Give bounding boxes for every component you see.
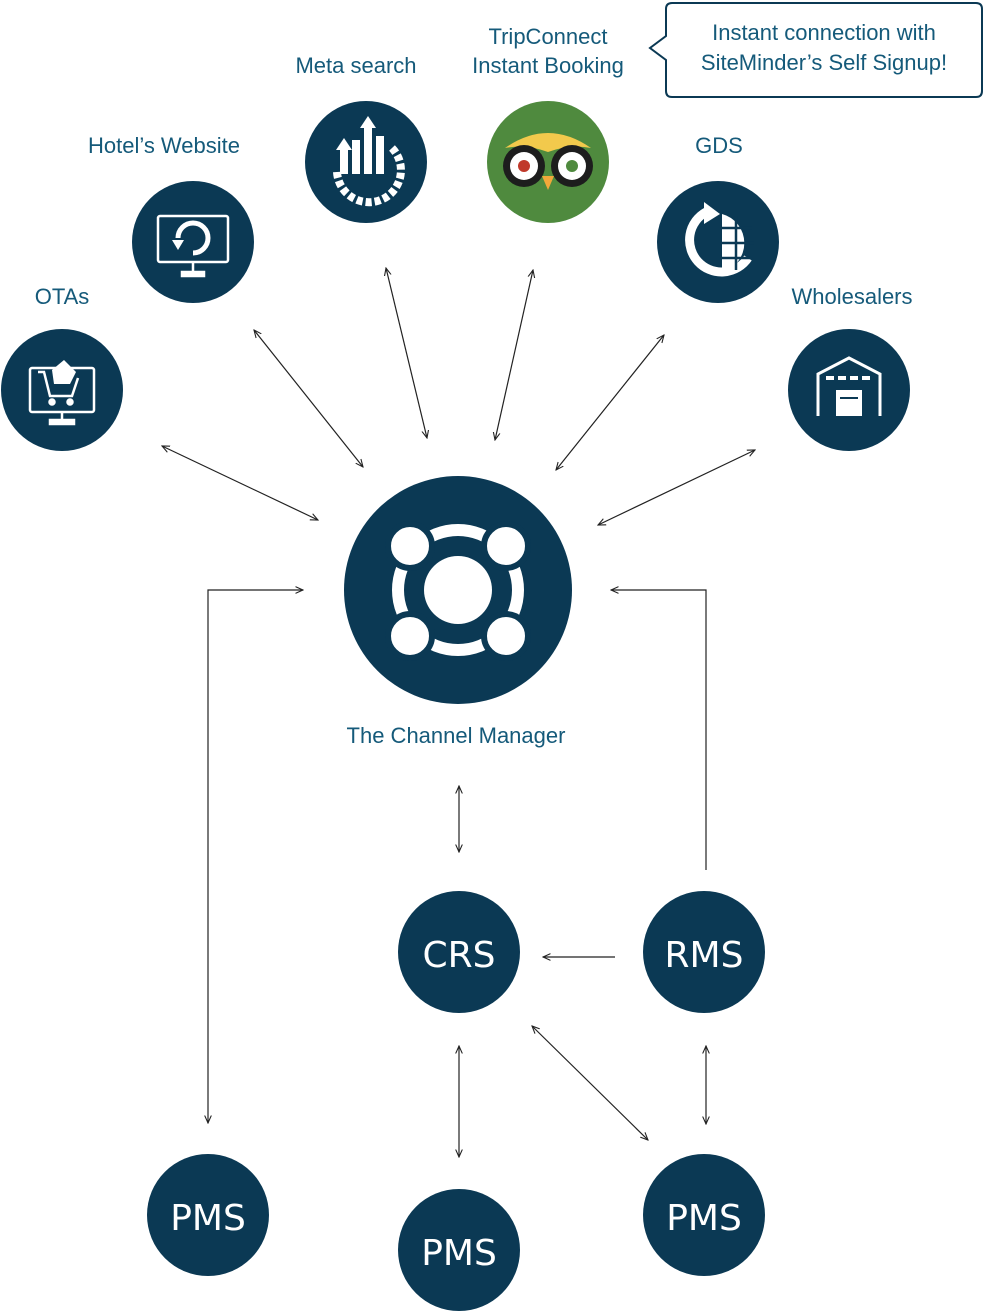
connector-arrows	[162, 268, 755, 1157]
arrow-pms-left	[208, 590, 303, 1123]
refresh-monitor-icon	[156, 214, 230, 278]
arrow-meta	[386, 268, 427, 438]
arrow-rms-cm	[611, 590, 707, 870]
callout-box: Instant connection with SiteMinder’s Sel…	[648, 2, 983, 98]
arrow-otas	[162, 446, 318, 520]
gds-node	[657, 181, 779, 303]
arrow-gds	[556, 335, 664, 470]
owl-eyes-icon	[503, 133, 593, 190]
pms-left-node: PMS	[147, 1154, 269, 1276]
meta-label: Meta search	[295, 53, 416, 78]
pms-center-node: PMS	[398, 1189, 520, 1311]
callout-line2: SiteMinder’s Self Signup!	[701, 50, 947, 75]
website-label: Hotel’s Website	[88, 133, 240, 158]
arrow-wholesalers	[598, 450, 755, 525]
callout-line1: Instant connection with	[712, 20, 936, 45]
otas-node	[1, 329, 123, 451]
arrow-crs-pms-right	[532, 1026, 648, 1140]
wholesalers-label: Wholesalers	[791, 284, 912, 309]
crs-node: CRS	[398, 891, 520, 1013]
trip-node	[487, 101, 609, 223]
pms-right-node: PMS	[643, 1154, 765, 1276]
meta-node	[305, 101, 427, 223]
wholesalers-node	[788, 329, 910, 451]
channel-manager-logo-icon	[385, 521, 531, 661]
globe-refresh-icon	[685, 202, 754, 277]
warehouse-icon	[816, 356, 882, 416]
otas-label: OTAs	[35, 284, 90, 309]
trip-label-line2: Instant Booking	[472, 53, 624, 78]
pms-center-label: PMS	[421, 1233, 497, 1274]
pms-right-label: PMS	[666, 1198, 742, 1239]
gds-label: GDS	[695, 133, 743, 158]
arrow-website	[254, 330, 363, 467]
website-node	[132, 181, 254, 303]
pms-left-label: PMS	[170, 1198, 246, 1239]
trip-label-line1: TripConnect	[488, 24, 607, 49]
channel-manager-node	[344, 476, 572, 704]
crs-label: CRS	[422, 935, 495, 976]
rms-label: RMS	[665, 935, 744, 976]
growth-gear-icon	[333, 116, 405, 207]
channel-manager-label: The Channel Manager	[347, 723, 566, 748]
arrow-trip	[495, 270, 533, 440]
rms-node: RMS	[643, 891, 765, 1013]
shopping-cart-monitor-icon	[28, 360, 96, 426]
